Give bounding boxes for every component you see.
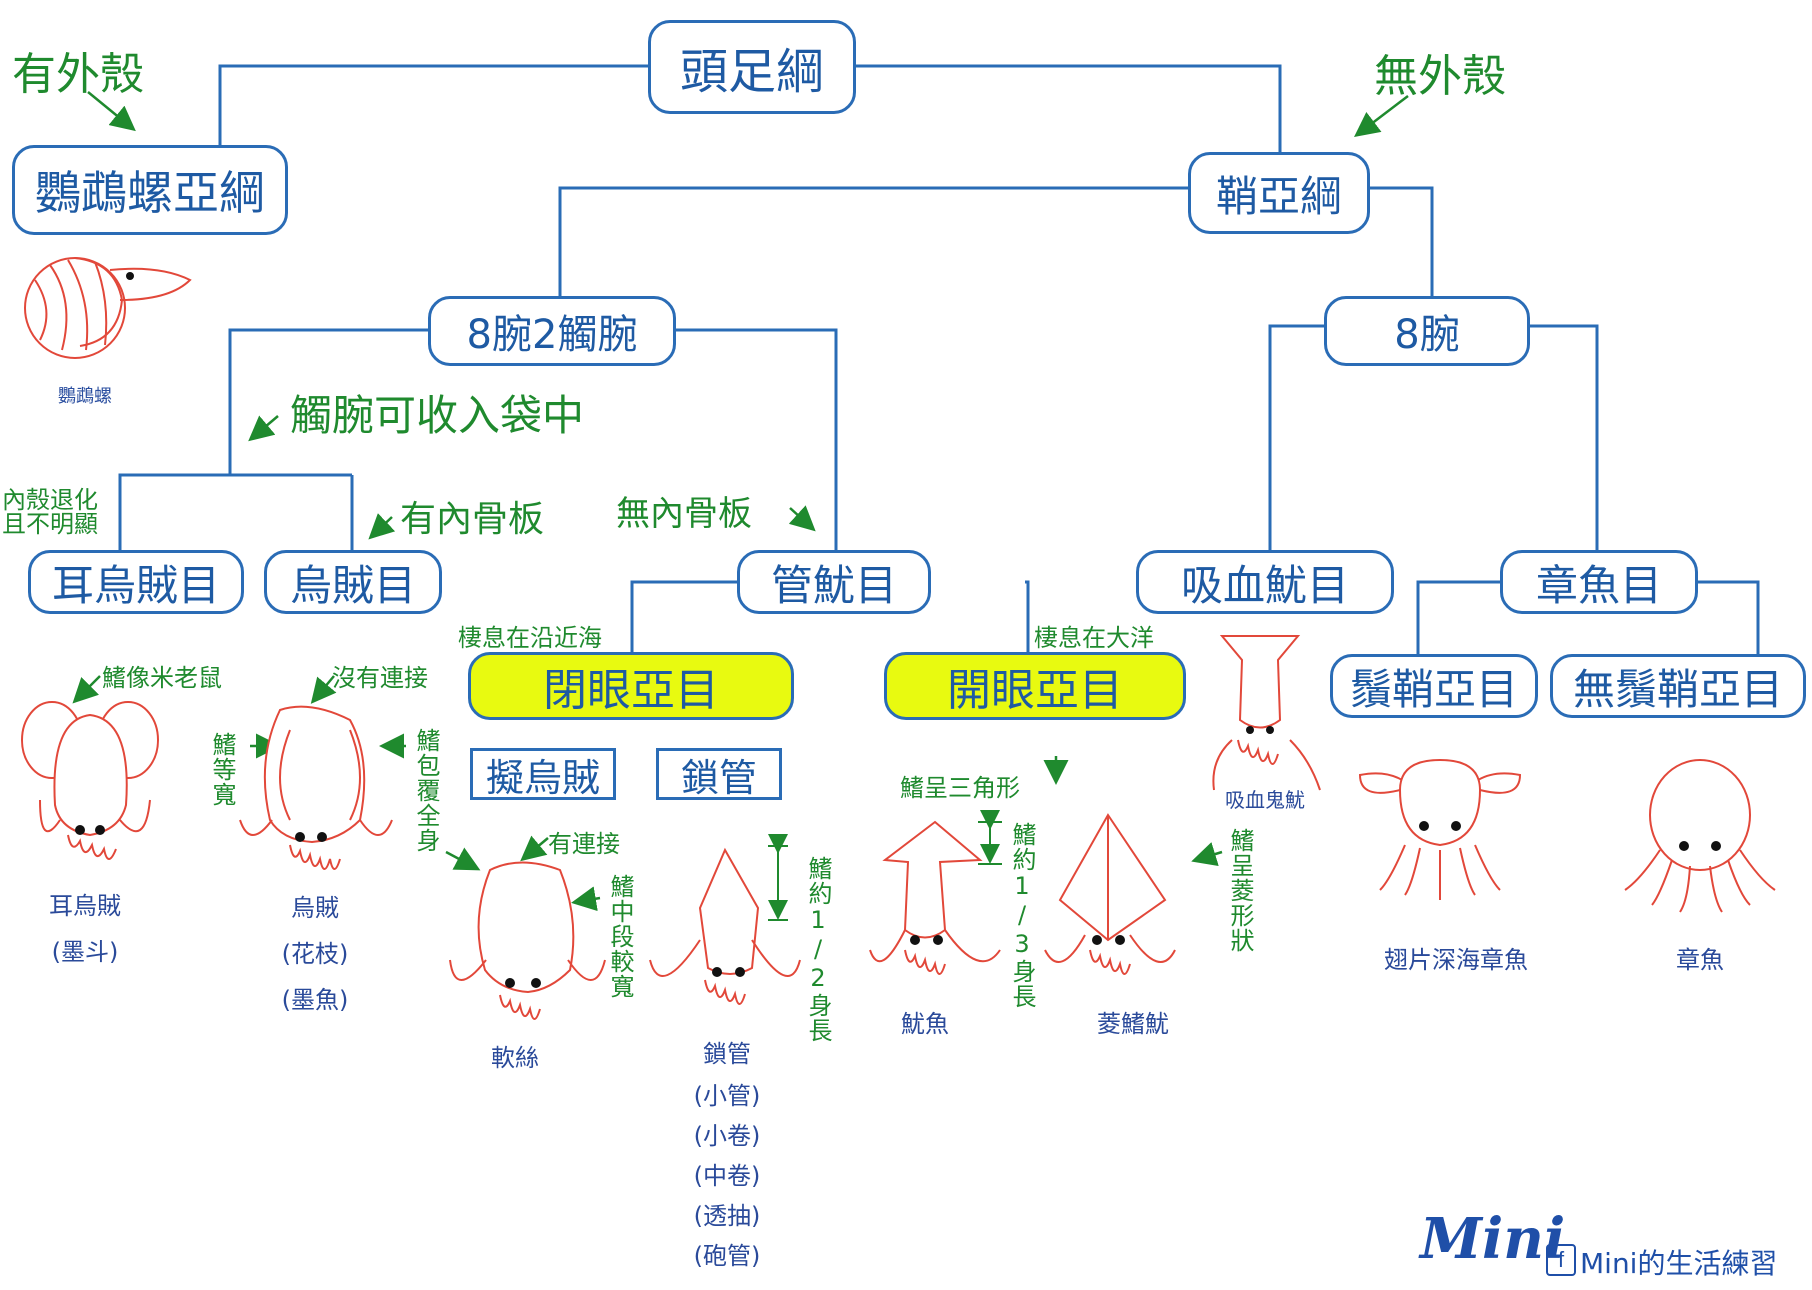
label-vampire-squid: 吸血鬼魷 [1225, 788, 1305, 812]
node-coleoidea: 鞘亞綱 [1188, 152, 1370, 234]
label-flying-squid: 魷魚 [901, 1010, 949, 1038]
facebook-icon: f [1546, 1244, 1576, 1276]
label-octopus: 章魚 [1676, 946, 1724, 974]
note-no-bone: 無內骨板 [616, 494, 752, 534]
flying-squid-drawing [869, 820, 1001, 975]
edge-root-right [856, 64, 1282, 152]
drawings [21, 257, 1776, 1020]
label-loligo: 鎖管 [703, 1040, 751, 1068]
diamond-squid-drawing [1044, 813, 1176, 975]
node-teuthida: 管魷目 [737, 550, 931, 614]
node-sepioteuthis: 擬烏賊 [470, 748, 616, 800]
signature-page: Mini的生活練習 [1580, 1247, 1778, 1280]
label-diamond-squid: 菱鰭魷 [1097, 1010, 1169, 1038]
edge-coleoidea-left [558, 186, 1188, 296]
note-fin-half: 鰭約1/2身長 [804, 856, 832, 1043]
signature-logo: Mini [1420, 1206, 1566, 1272]
bobtail-squid-drawing [21, 701, 159, 860]
label-bobtail: 耳烏賊 [49, 892, 121, 920]
node-sepiolida: 耳烏賊目 [28, 550, 244, 614]
arrow-has-bone [368, 513, 396, 540]
node-decapodiformes: 8腕2觸腕 [428, 296, 676, 366]
loligo-drawing [649, 847, 801, 1005]
node-loliginidae: 鎖管 [656, 748, 782, 800]
label-cuttlefish: 烏賊 [291, 894, 339, 922]
note-fin-equal: 鰭等寬 [208, 732, 236, 807]
node-sepiida: 烏賊目 [264, 550, 442, 614]
drawing-eyes [75, 726, 1721, 988]
note-fin-mid-wide: 鰭中段較寬 [606, 874, 634, 999]
note-not-connected: 沒有連接 [332, 664, 428, 692]
label-loligo-alt4: (透抽) [693, 1202, 761, 1230]
note-with-shell: 有外殼 [12, 49, 144, 100]
label-cuttlefish-alt1: (花枝) [281, 940, 349, 968]
vampire-squid-drawing [1212, 635, 1321, 791]
edge-octopoda-left [1416, 580, 1500, 654]
note-fin-diamond: 鰭呈菱形狀 [1226, 828, 1254, 953]
edge-octo-left [1268, 324, 1324, 550]
label-loligo-alt2: (小卷) [693, 1122, 761, 1150]
label-bobtail-alt: (墨斗) [51, 938, 119, 966]
note-tentacle-pouch: 觸腕可收入袋中 [290, 391, 585, 440]
node-octopodiformes: 8腕 [1324, 296, 1530, 366]
nautilus-drawing [24, 257, 192, 359]
edge-octopoda-right [1698, 580, 1760, 654]
dumbo-octopus-drawing [1358, 758, 1522, 900]
node-cirrata: 鬚鞘亞目 [1330, 654, 1538, 718]
arrow-no-bone [788, 505, 816, 532]
label-cuttlefish-alt2: (墨魚) [281, 986, 349, 1014]
edge-teuthida-left [630, 580, 737, 652]
octopus-drawing [1624, 759, 1776, 913]
note-shell-reduced-2: 且不明顯 [2, 510, 98, 538]
cuttlefish-drawing [239, 705, 393, 870]
arrow-with-shell [87, 91, 136, 132]
node-myopsida: 閉眼亞目 [468, 652, 794, 720]
label-nautilus: 鸚鵡螺 [58, 386, 112, 407]
note-has-bone: 有內骨板 [400, 499, 545, 540]
node-oegopsida: 開眼亞目 [884, 652, 1186, 720]
note-fin-triangle: 鰭呈三角形 [900, 774, 1020, 802]
label-dumbo: 翅片深海章魚 [1384, 946, 1528, 974]
arrow-pouch [248, 415, 279, 442]
node-vampyromorphida: 吸血魷目 [1136, 550, 1394, 614]
node-cephalopoda: 頭足綱 [648, 20, 856, 114]
label-loligo-alt1: (小管) [693, 1082, 761, 1110]
note-coastal: 棲息在沿近海 [458, 624, 602, 652]
edge-coleoidea-right [1370, 186, 1434, 296]
note-ocean: 棲息在大洋 [1034, 624, 1154, 652]
label-bigfin: 軟絲 [491, 1044, 539, 1072]
arrow-without-shell [1354, 95, 1409, 138]
edge-root-left [218, 64, 648, 145]
note-fin-mouse: 鰭像米老鼠 [102, 664, 222, 692]
label-loligo-alt3: (中卷) [693, 1162, 761, 1190]
bigfin-squid-drawing [449, 861, 606, 1020]
note-fin-third: 鰭約1/3身長 [1008, 822, 1036, 1009]
note-without-shell: 無外殼 [1374, 51, 1506, 102]
note-fin-cover: 鰭包覆全身 [412, 728, 440, 853]
edge-teuthida-right [1025, 580, 1030, 652]
note-connected: 有連接 [548, 830, 620, 858]
edge-decapod-right [676, 328, 838, 550]
node-nautiloidea: 鸚鵡螺亞綱 [12, 145, 288, 235]
node-incirrata: 無鬚鞘亞目 [1550, 654, 1806, 718]
label-loligo-alt5: (砲管) [693, 1242, 761, 1270]
edge-octo-right [1530, 324, 1599, 550]
note-shell-reduced-1: 內殼退化 [2, 486, 98, 514]
node-octopoda: 章魚目 [1500, 550, 1698, 614]
